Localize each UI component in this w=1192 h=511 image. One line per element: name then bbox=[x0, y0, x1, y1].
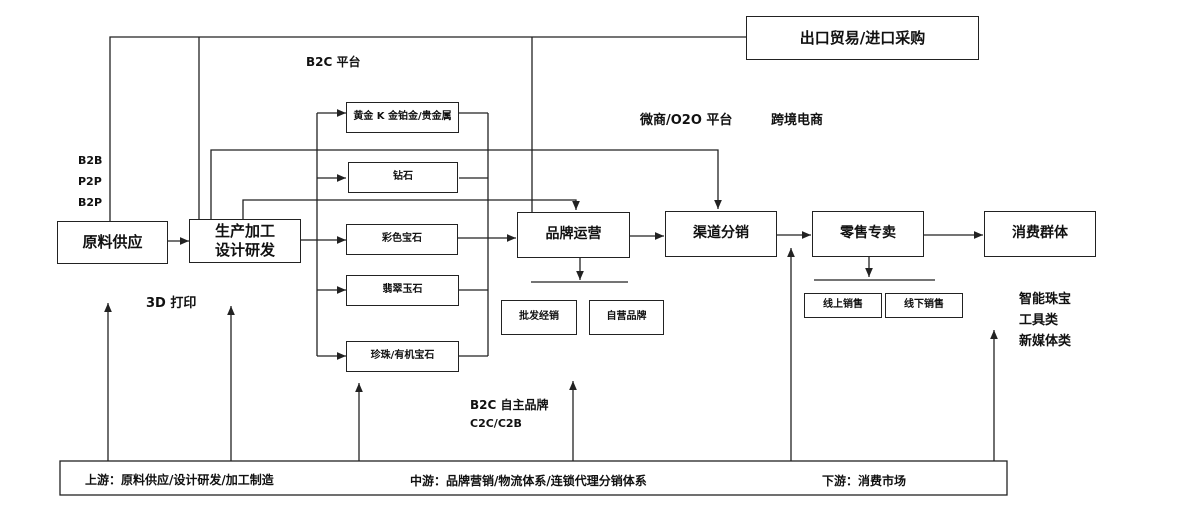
consumer-box: 消费群体 bbox=[984, 211, 1096, 257]
wechat-o2o-label: 微商/O2O 平台 bbox=[640, 113, 733, 128]
own-brand-box: 自营品牌 bbox=[589, 300, 664, 335]
b2b-p2p-b2p-label: B2B P2P B2P bbox=[78, 154, 103, 209]
color-gem-box: 彩色宝石 bbox=[346, 224, 458, 255]
b2c-own-brand-label: B2C 自主品牌 bbox=[470, 398, 549, 412]
offline-sales-box: 线下销售 bbox=[885, 293, 963, 318]
export-import-box: 出口贸易/进口采购 bbox=[746, 16, 979, 60]
stream-bar bbox=[59, 460, 1008, 496]
smart-jewelry-label: 智能珠宝 工具类 新媒体类 bbox=[1019, 292, 1072, 349]
jade-box: 翡翠玉石 bbox=[346, 275, 459, 306]
production-design-box: 生产加工 设计研发 bbox=[189, 219, 301, 263]
midstream-label: 中游：品牌营销/物流体系/连锁代理分销体系 bbox=[410, 474, 647, 488]
online-sales-box: 线上销售 bbox=[804, 293, 882, 318]
gold-box: 黄金 K 金铂金/贵金属 bbox=[346, 102, 459, 133]
retail-box: 零售专卖 bbox=[812, 211, 924, 257]
wholesale-box: 批发经销 bbox=[501, 300, 577, 335]
raw-material-box: 原料供应 bbox=[57, 221, 168, 264]
c2c-c2b-label: C2C/C2B bbox=[470, 417, 522, 430]
pearl-box: 珍珠/有机宝石 bbox=[346, 341, 459, 372]
b2c-platform-label: B2C 平台 bbox=[306, 55, 361, 69]
channel-distribution-box: 渠道分销 bbox=[665, 211, 777, 257]
3d-print-label: 3D 打印 bbox=[146, 296, 197, 311]
upstream-label: 上游：原料供应/设计研发/加工制造 bbox=[85, 473, 274, 487]
diamond-box: 钻石 bbox=[348, 162, 458, 193]
cross-border-label: 跨境电商 bbox=[771, 113, 824, 128]
brand-operation-box: 品牌运营 bbox=[517, 212, 630, 258]
downstream-label: 下游：消费市场 bbox=[822, 474, 907, 488]
